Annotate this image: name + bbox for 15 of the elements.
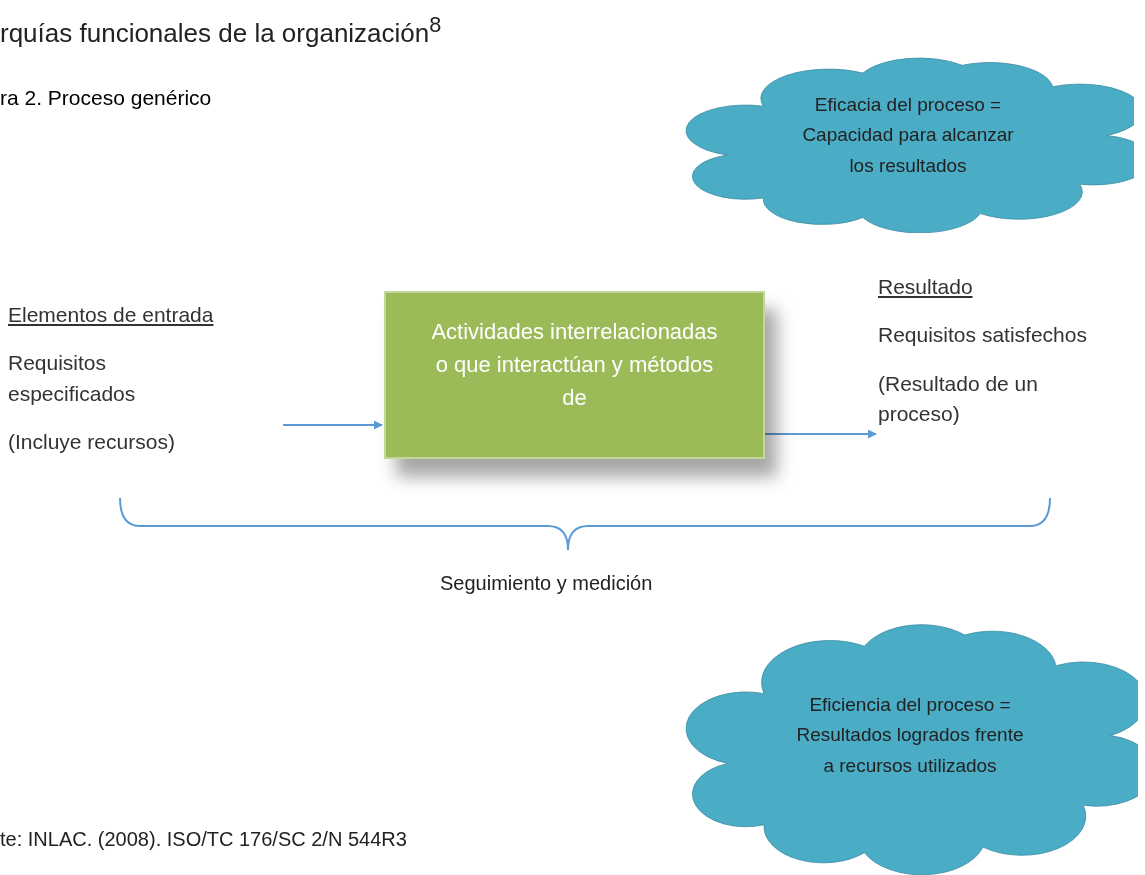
source-note: te: INLAC. (2008). ISO/TC 176/SC 2/N 544R3 [0,828,407,851]
brace-label: Seguimiento y medición [440,572,653,595]
item-text: (Incluye recursos) [8,429,176,456]
process-box: Actividades interrelacionadas o que interactúan y métodos de [384,291,765,459]
body-text: rquías funcionales de la organización$^{8}$ [0,12,442,49]
arrow [764,429,877,439]
cloud-text: Eficiencia del proceso = Resultados logrados frente a recursos utilizados [795,692,1025,778]
figure-title: ra 2. Proceso genérico [0,86,212,110]
section-heading: Elementos de entrada [8,302,215,328]
item-text: (Resultado de un proceso) [878,370,1039,428]
item-text: Requisitos especificados [8,350,137,407]
section-heading: Resultado [878,274,974,300]
cloud-text: Eficacia del proceso = Capacidad para alcanzar los resultados [801,92,1015,178]
item-text: Requisitos satisfechos [878,322,1088,349]
arrow [282,420,383,430]
